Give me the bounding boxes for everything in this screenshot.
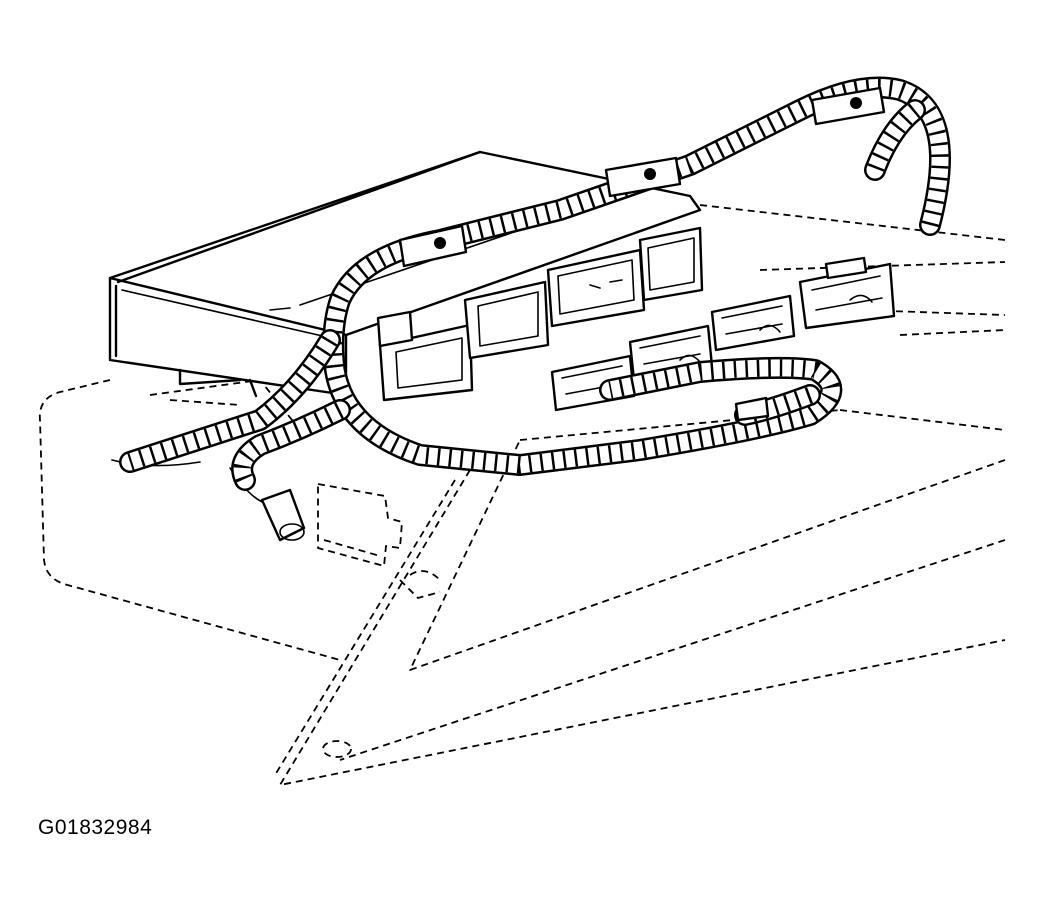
harness-clip-1: [398, 224, 468, 268]
harness-clip-3: [810, 86, 886, 126]
harness-clip-4: [734, 396, 770, 422]
figure-id-label: G01832984: [38, 816, 153, 839]
bracket-plate: [317, 483, 403, 567]
plug-terminal: [260, 488, 306, 542]
module-connector-sockets: [376, 226, 704, 402]
harness-clip-2: [604, 156, 682, 198]
mounting-panel-outline: [38, 204, 1006, 786]
harness-clips: [260, 86, 886, 542]
